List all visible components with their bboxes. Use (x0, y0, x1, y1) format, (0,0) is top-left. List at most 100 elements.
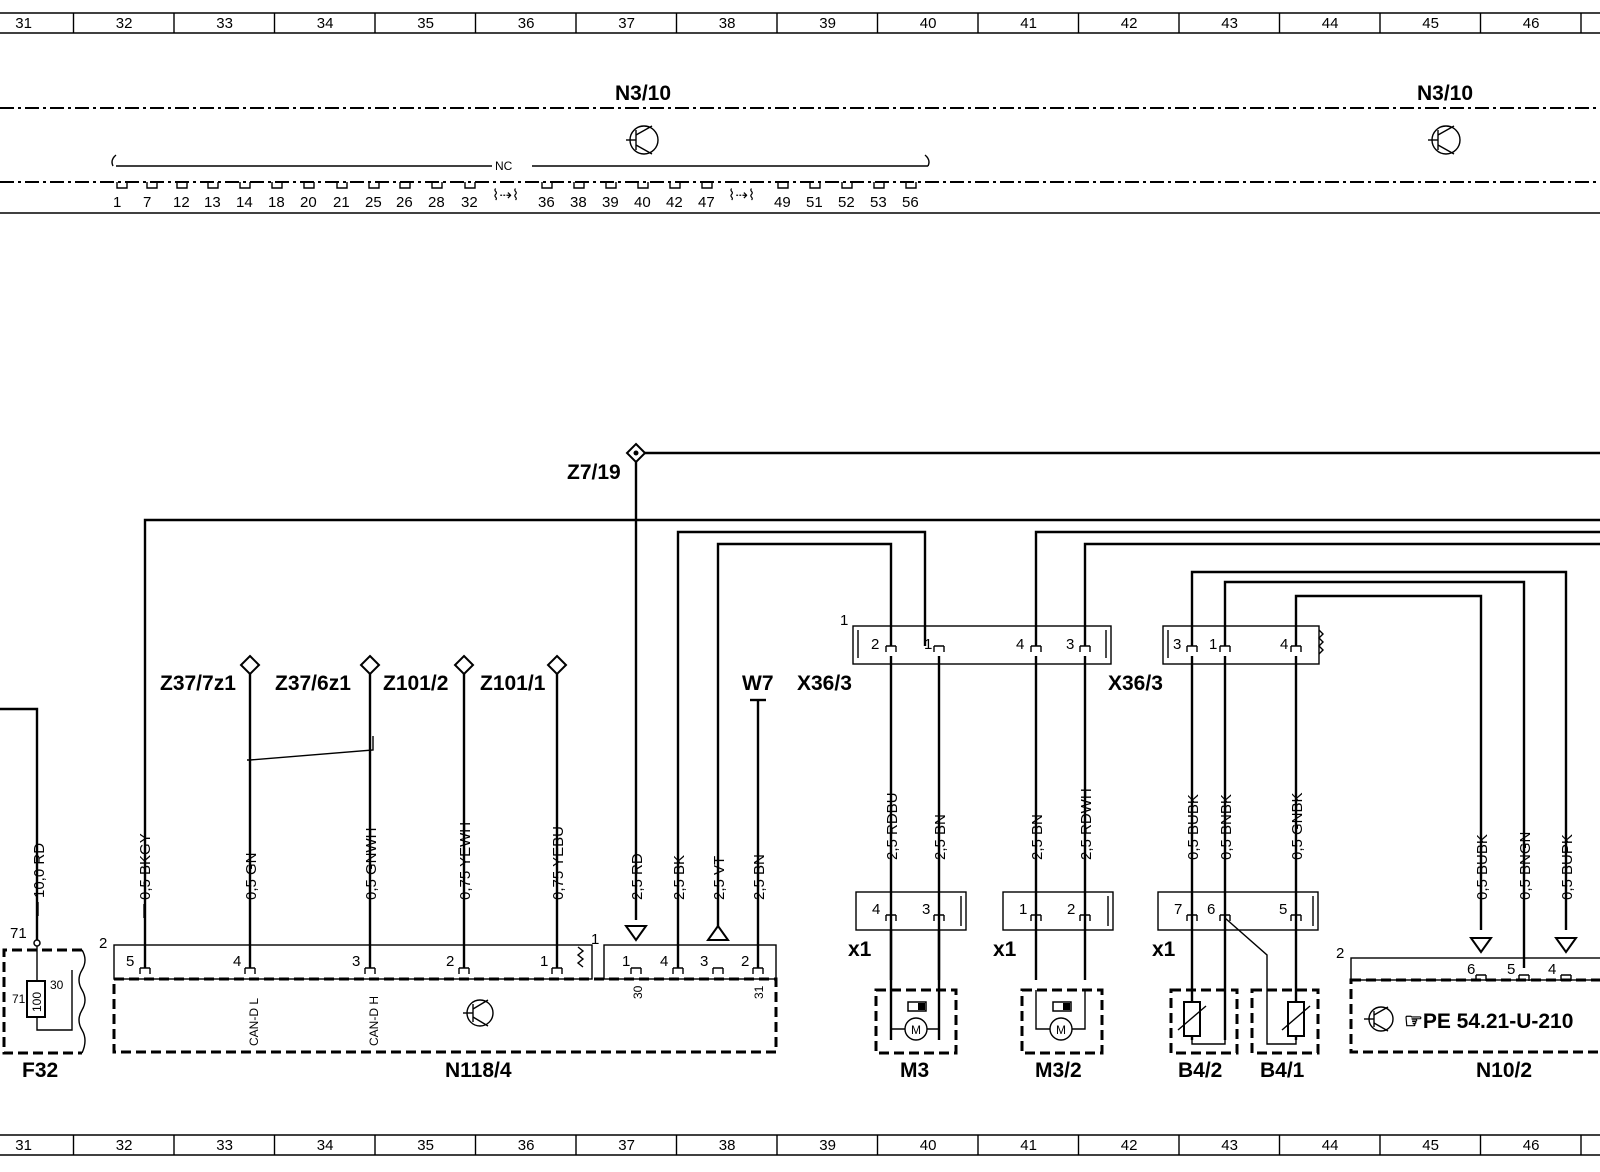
pin-number: 71 (10, 925, 27, 942)
grid-column-label: 43 (1221, 1137, 1238, 1154)
wire-label: 0,5 GNWH (363, 827, 380, 900)
grid-column-label: 42 (1121, 1137, 1138, 1154)
module-pin-number: 21 (333, 194, 350, 211)
x1-housings: 4 3 1 2 7 6 5 (855, 891, 1319, 931)
line-break-icon: ⌇⇢⌇ (492, 187, 519, 204)
motor-m3-2: M M3/2 (1020, 988, 1104, 1082)
component-b4-2: B4/2 (1178, 1059, 1222, 1082)
motor-m3: M M3 (874, 988, 958, 1082)
module-pin-number: 49 (774, 194, 791, 211)
component-n118-4: N118/4 (445, 1059, 512, 1082)
grid-column-label: 32 (116, 1137, 133, 1154)
pin-number: 4 (1548, 961, 1556, 978)
connector-w7: W7 (742, 672, 774, 695)
reference-pe: ☞PE 54.21-U-210 (1404, 1010, 1573, 1033)
grid-column-label: 46 (1523, 1137, 1540, 1154)
line-break-icon: ⌇⇢⌇ (728, 187, 755, 204)
arrow-up-icon (706, 924, 730, 941)
pin-number: 3 (700, 953, 708, 970)
f32-fuse-box: 100 71 71 30 F32 (2, 925, 86, 1082)
module-pin-number: 36 (538, 194, 555, 211)
module-pin-number: 32 (461, 194, 478, 211)
grid-column-label: 44 (1322, 1137, 1339, 1154)
module-pin-number: 56 (902, 194, 919, 211)
component-m3: M3 (900, 1059, 929, 1082)
grid-column-label: 34 (317, 1137, 334, 1154)
wire-label: 2,5 RDWH (1078, 788, 1095, 860)
grid-column-label: 35 (417, 15, 434, 32)
pin-number: 2 (446, 953, 454, 970)
connector-labels: Z37/7z1 Z37/6z1 Z101/2 Z101/1 W7 X36/3 X… (160, 654, 1176, 961)
module-pin-number: 47 (698, 194, 715, 211)
can-high-label: CAN-D H (367, 996, 381, 1046)
x36-3-housings: 1 2 1 4 3 3 1 4 (840, 612, 1324, 665)
grid-column-label: 40 (920, 1137, 937, 1154)
module-pin-number: 13 (204, 194, 221, 211)
pin-number: 31 (752, 985, 766, 999)
connector-x1-b4: x1 (1152, 938, 1176, 961)
n3-10-label-right: N3/10 (1417, 82, 1473, 105)
n3-10-label-left: N3/10 (615, 82, 671, 105)
wire-label: 0,5 GNBK (1289, 792, 1306, 860)
module-pin-number: 14 (236, 194, 253, 211)
module-pin-number: 28 (428, 194, 445, 211)
wire-label: 0,5 BUBK (1185, 794, 1202, 860)
pin-number: 6 (1207, 901, 1215, 918)
pin-number: 5 (1279, 901, 1287, 918)
module-pin-number: 39 (602, 194, 619, 211)
wire-label: 0,5 BNGN (1517, 832, 1534, 900)
connector-z37-7z1: Z37/7z1 (160, 672, 236, 695)
grid-column-label: 45 (1422, 15, 1439, 32)
pin-number: 2 (1067, 901, 1075, 918)
pin-number: 4 (1016, 636, 1024, 653)
connector-z101-1: Z101/1 (480, 672, 546, 695)
wire-label: 2,5 RDBU (884, 792, 901, 860)
transistor-icon (1364, 1006, 1394, 1032)
connector-x36-3-left: X36/3 (797, 672, 852, 695)
sensor-icon (1183, 1001, 1201, 1037)
pin-number: 1 (591, 931, 599, 948)
n10-2-module: 2 6 5 4 ☞PE 54.21-U-210 N10/2 (1336, 937, 1600, 1082)
module-pin-number: 42 (666, 194, 683, 211)
ground-bus: Z7/19 (567, 442, 1600, 920)
pin-number: 4 (233, 953, 241, 970)
wire-label: 2,5 BN (1029, 814, 1046, 860)
wire-label: 0,75 YEBU (550, 826, 567, 900)
grid-column-label: 36 (518, 1137, 535, 1154)
grid-column-label: 33 (216, 15, 233, 32)
grid-column-label: 41 (1020, 1137, 1037, 1154)
pin-number: 1 (1209, 636, 1217, 653)
wire-label: 2,5 BN (932, 814, 949, 860)
grid-column-label: 40 (920, 15, 937, 32)
grid-column-label: 32 (116, 15, 133, 32)
module-pin-number: 38 (570, 194, 587, 211)
pin-number: 5 (1507, 961, 1515, 978)
module-pin-number: 18 (268, 194, 285, 211)
wire-label: 0,5 GN (243, 852, 260, 900)
grid-column-label: 36 (518, 15, 535, 32)
module-pin-number: 53 (870, 194, 887, 211)
grid-column-label: 44 (1322, 15, 1339, 32)
connector-x1-m3-2: x1 (993, 938, 1017, 961)
connector-x1-m3: x1 (848, 938, 872, 961)
module-pin-number: 25 (365, 194, 382, 211)
pin-number: 4 (1280, 636, 1288, 653)
pin-number: 3 (922, 901, 930, 918)
grid-column-label: 31 (15, 15, 32, 32)
pin-number: 4 (872, 901, 880, 918)
grid-column-label: 39 (819, 15, 836, 32)
sensor-b4-1: B4/1 (1250, 988, 1320, 1082)
motor-letter: M (1056, 1023, 1066, 1037)
pin-number: 2 (871, 636, 879, 653)
connector-icon (546, 654, 568, 676)
pin-number: 1 (1019, 901, 1027, 918)
sensor-icon (1287, 1001, 1305, 1037)
pin-number: 3 (1173, 636, 1181, 653)
wire-label: 0,5 BUBK (1474, 834, 1491, 900)
component-m3-2: M3/2 (1035, 1059, 1082, 1082)
wire-label: 2,5 RD (629, 853, 646, 900)
